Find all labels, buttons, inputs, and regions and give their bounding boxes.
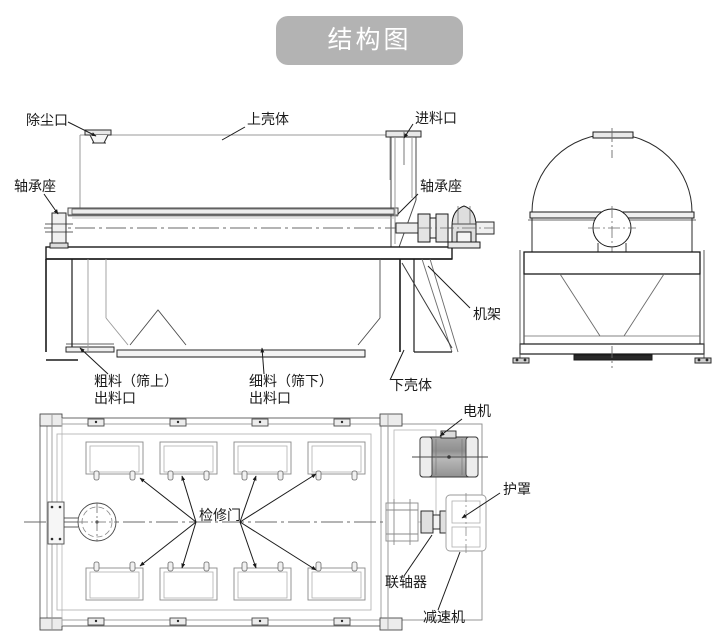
door-panel xyxy=(85,441,144,481)
inspection-door-panels-top xyxy=(85,441,366,481)
label-access-door: 检修门 xyxy=(199,508,241,524)
reducer-unit xyxy=(445,493,487,553)
label-feed-inlet: 进料口 xyxy=(415,111,457,127)
edge-bracket xyxy=(251,418,269,427)
shaft-support-blocks xyxy=(385,499,419,545)
edge-bracket xyxy=(87,617,105,626)
diagram-labels: 除尘口 上壳体 进料口 轴承座 轴承座 机架 粗料（筛上） 出料口 细料（筛下）… xyxy=(14,111,531,626)
leader-coupling xyxy=(403,534,433,577)
plan-edge-brackets xyxy=(87,418,351,626)
inspection-door-panels-bottom xyxy=(85,561,366,601)
leader-access-doors xyxy=(139,473,317,571)
label-fine-outlet-1: 细料（筛下） xyxy=(249,374,333,390)
drive-end-assembly xyxy=(395,205,495,249)
leader-dust-outlet xyxy=(67,121,97,137)
bearing-seat-left xyxy=(45,212,73,249)
plan-drive-side xyxy=(379,413,488,631)
upper-shell-outline xyxy=(79,134,391,212)
label-coarse-outlet-1: 粗料（筛上） xyxy=(94,374,178,390)
label-fine-outlet-2: 出料口 xyxy=(249,391,291,407)
leader-frame xyxy=(427,265,471,309)
door-panel xyxy=(159,561,218,601)
label-lower-shell: 下壳体 xyxy=(390,377,432,394)
coarse-material-outlet xyxy=(46,343,115,361)
leader-coarse-outlet xyxy=(79,347,109,375)
plan-top-view xyxy=(24,413,488,631)
label-frame: 机架 xyxy=(473,307,501,323)
label-guard: 护罩 xyxy=(503,482,531,498)
end-section-view xyxy=(512,128,712,368)
machine-frame xyxy=(87,258,459,353)
label-reducer: 减速机 xyxy=(423,610,465,626)
label-motor: 电机 xyxy=(463,404,491,420)
door-panel xyxy=(307,441,366,481)
label-upper-shell: 上壳体 xyxy=(247,111,289,128)
leader-bearing-seat-right xyxy=(397,193,419,215)
dust-outlet-nozzle xyxy=(84,129,112,144)
leader-reducer xyxy=(437,551,461,611)
edge-bracket xyxy=(333,418,351,427)
leader-feed-inlet xyxy=(403,123,414,139)
door-panel xyxy=(233,561,292,601)
leader-lines xyxy=(43,121,501,611)
leader-guard xyxy=(461,492,501,519)
label-coarse-outlet-2: 出料口 xyxy=(94,391,136,407)
page-title: 结构图 xyxy=(327,26,412,54)
side-flange-block xyxy=(47,501,65,545)
screen-drum xyxy=(44,208,470,260)
page-title-badge: 结构图 xyxy=(276,16,463,65)
conical-hopper xyxy=(523,273,701,344)
bottom-discharge-flange xyxy=(573,354,653,361)
door-panel xyxy=(159,441,218,481)
leader-motor xyxy=(439,418,463,437)
end-view-base-frame xyxy=(512,250,712,368)
motor-terminal-box xyxy=(440,430,457,439)
lower-shell-hopper xyxy=(45,259,415,352)
edge-bracket xyxy=(251,617,269,626)
door-panel xyxy=(307,561,366,601)
door-panel xyxy=(233,441,292,481)
label-coupling: 联轴器 xyxy=(385,575,427,591)
fine-material-outlet-plate xyxy=(116,349,366,358)
edge-bracket xyxy=(333,617,351,626)
motor-unit xyxy=(412,430,488,478)
label-dust-outlet: 除尘口 xyxy=(26,113,68,129)
label-bearing-seat-left: 轴承座 xyxy=(14,179,56,195)
front-elevation-view xyxy=(44,129,495,361)
leader-upper-shell xyxy=(221,126,246,141)
circular-port xyxy=(77,502,117,542)
base-foot-right xyxy=(694,357,712,364)
leader-lower-shell xyxy=(389,349,405,381)
edge-bracket xyxy=(169,418,187,427)
leader-fine-outlet xyxy=(260,347,265,375)
edge-bracket xyxy=(169,617,187,626)
top-nozzle-flange xyxy=(592,131,634,139)
label-bearing-seat-right: 轴承座 xyxy=(420,179,462,195)
base-foot-left xyxy=(512,357,530,364)
door-panel xyxy=(85,561,144,601)
leader-bearing-seat-left xyxy=(43,193,59,215)
plan-left-end xyxy=(39,413,117,631)
mid-deck-band xyxy=(523,251,701,275)
edge-bracket xyxy=(87,418,105,427)
